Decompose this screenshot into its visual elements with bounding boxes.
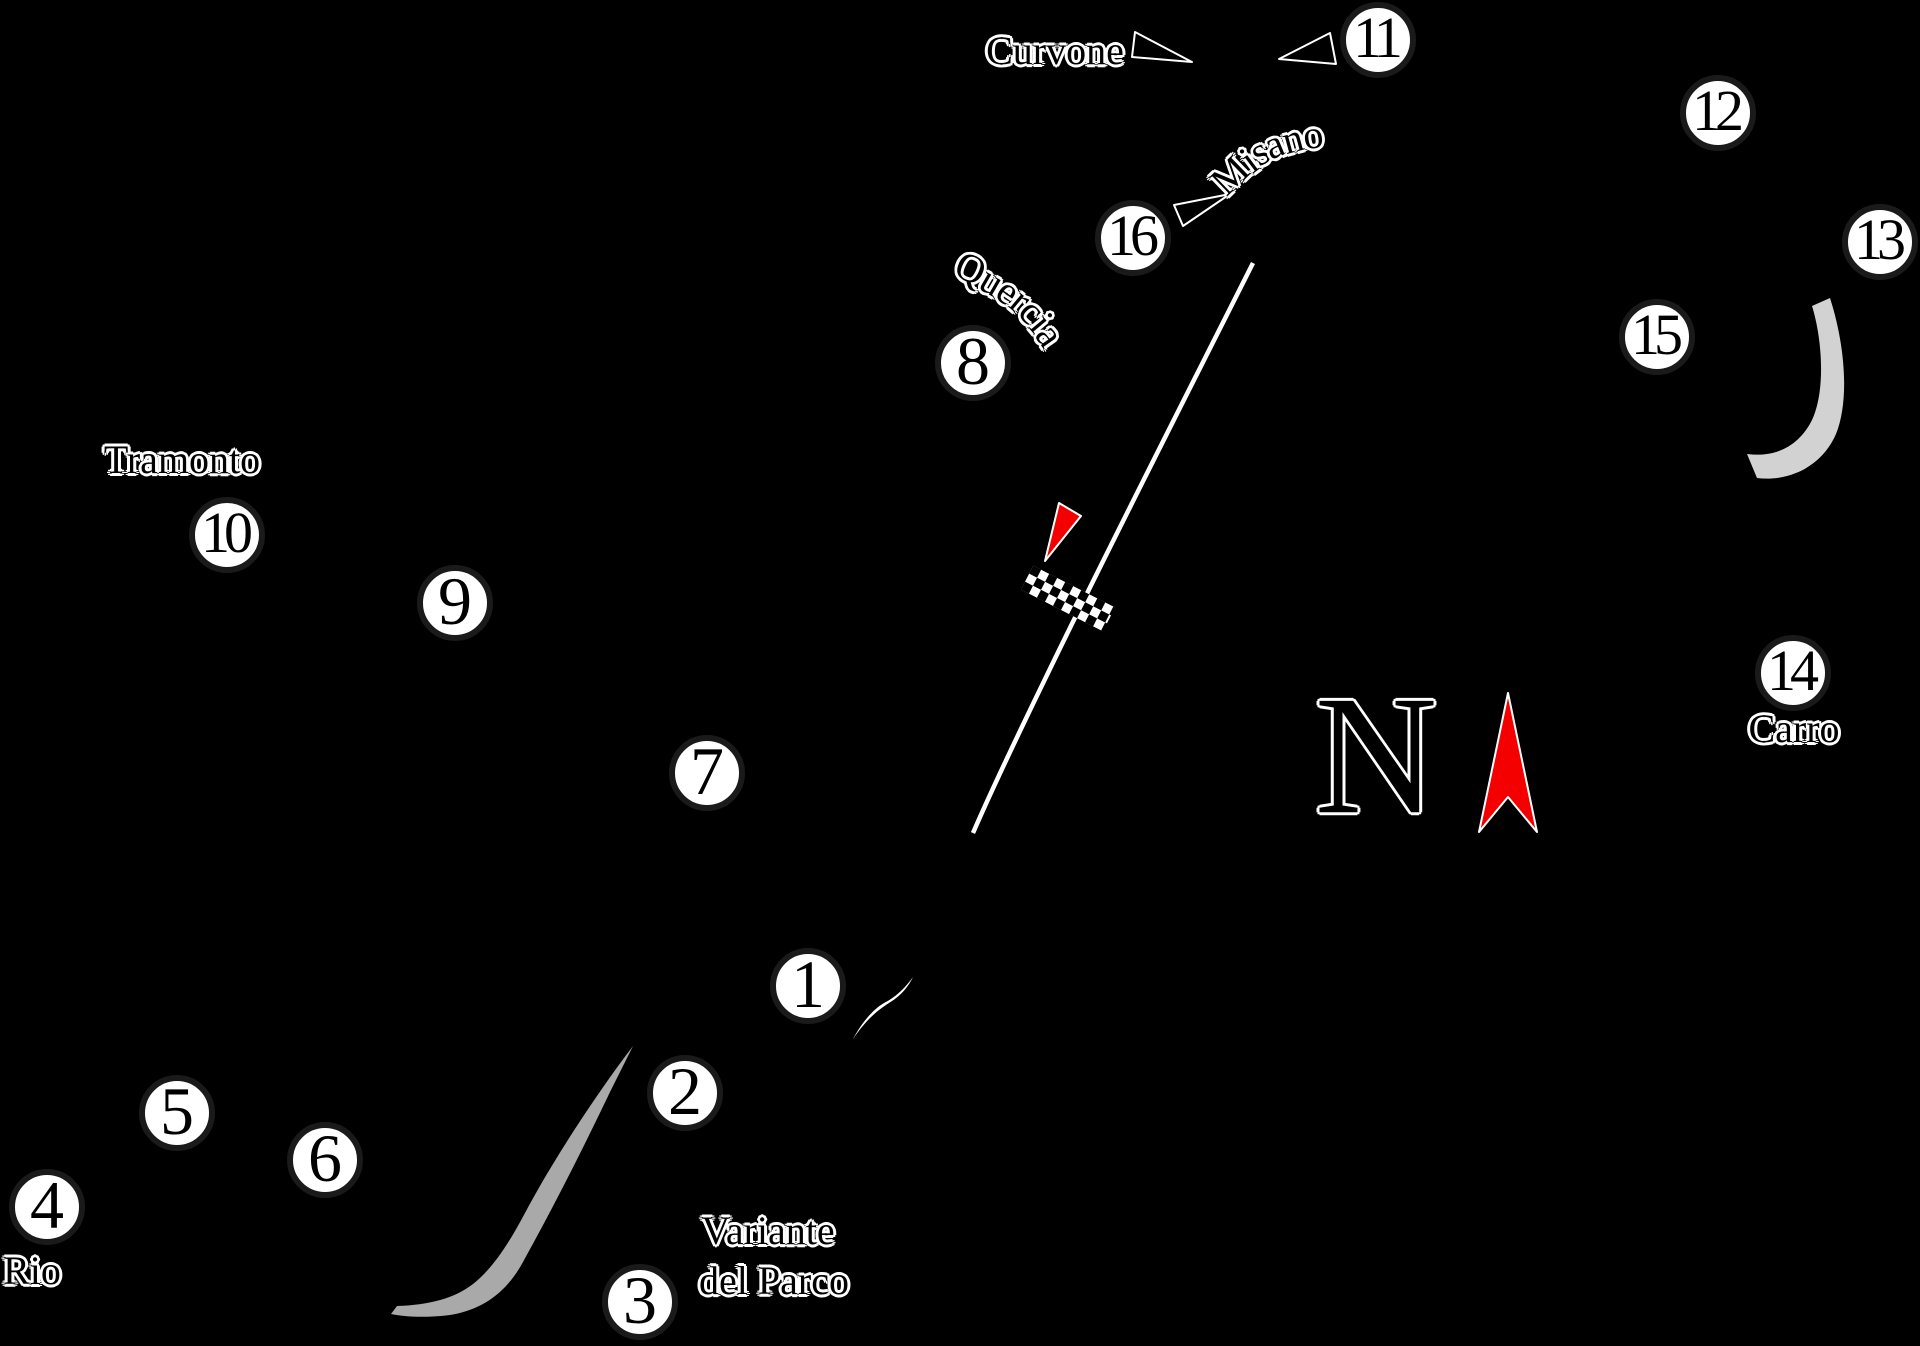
- corner-number: 11: [1353, 5, 1403, 70]
- corner-label: del Parco: [699, 1261, 849, 1301]
- corner-label: Curvone: [986, 31, 1124, 71]
- north-arrow: [1478, 692, 1538, 833]
- compass-north-letter: N: [1314, 661, 1438, 850]
- corner-number: 12: [1692, 78, 1744, 143]
- corner-marker: 2: [647, 1055, 723, 1131]
- pit-lane-line: [970, 261, 1256, 834]
- corner-number: 14: [1767, 638, 1819, 703]
- corner-label-text: Variante: [701, 1208, 835, 1253]
- corner-number: 5: [160, 1073, 194, 1149]
- corner-marker: 13: [1842, 204, 1918, 280]
- old-variant-curve-east: [1747, 298, 1845, 479]
- corner-number: 1: [791, 946, 825, 1022]
- corner-label-text: del Parco: [699, 1258, 849, 1303]
- corner-label-text: Rio: [3, 1248, 61, 1293]
- corner-number: 4: [30, 1167, 64, 1243]
- corner-marker: 10: [189, 497, 265, 573]
- start-marker-red-flag: [1044, 502, 1082, 562]
- corner-label-text: Curvone: [986, 28, 1124, 73]
- corner-marker: 4: [9, 1169, 85, 1245]
- direction-arrow-turn16: [1173, 193, 1231, 227]
- corner-label-text: Tramonto: [103, 437, 261, 482]
- old-variant-curve-southwest: [391, 1046, 633, 1317]
- corner-label: Carro: [1748, 709, 1839, 749]
- corner-number: 10: [201, 500, 253, 565]
- corner-number: 6: [308, 1120, 342, 1196]
- corner-marker: 1: [770, 948, 846, 1024]
- direction-arrow-curvone: [1131, 31, 1193, 63]
- direction-arrow-turn11: [1278, 32, 1337, 65]
- corner-number: 2: [668, 1053, 702, 1129]
- corner-label-text: Carro: [1748, 706, 1840, 751]
- corner-marker: 8: [935, 325, 1011, 401]
- corner-label: Variante: [701, 1211, 834, 1251]
- corner-number: 7: [690, 733, 724, 809]
- corner-marker: 16: [1095, 200, 1171, 276]
- corner-number: 9: [438, 563, 472, 639]
- corner-number: 3: [623, 1262, 657, 1338]
- corner-number: 8: [956, 323, 990, 399]
- corner-marker: 12: [1680, 75, 1756, 151]
- corner-marker: 7: [669, 735, 745, 811]
- corner-label: Tramonto: [104, 440, 260, 480]
- corner-marker: 14: [1755, 635, 1831, 711]
- corner-marker: 6: [287, 1122, 363, 1198]
- corner-number: 15: [1631, 302, 1683, 367]
- corner-number: 16: [1107, 203, 1159, 268]
- corner-marker: 15: [1619, 299, 1695, 375]
- corner-marker: 3: [602, 1264, 678, 1340]
- corner-number: 13: [1854, 207, 1906, 272]
- corner-label: Rio: [3, 1251, 61, 1291]
- corner-marker: 11: [1340, 2, 1416, 78]
- corner-marker: 9: [417, 565, 493, 641]
- corner-marker: 5: [139, 1075, 215, 1151]
- turn1-track-highlight: [853, 977, 913, 1039]
